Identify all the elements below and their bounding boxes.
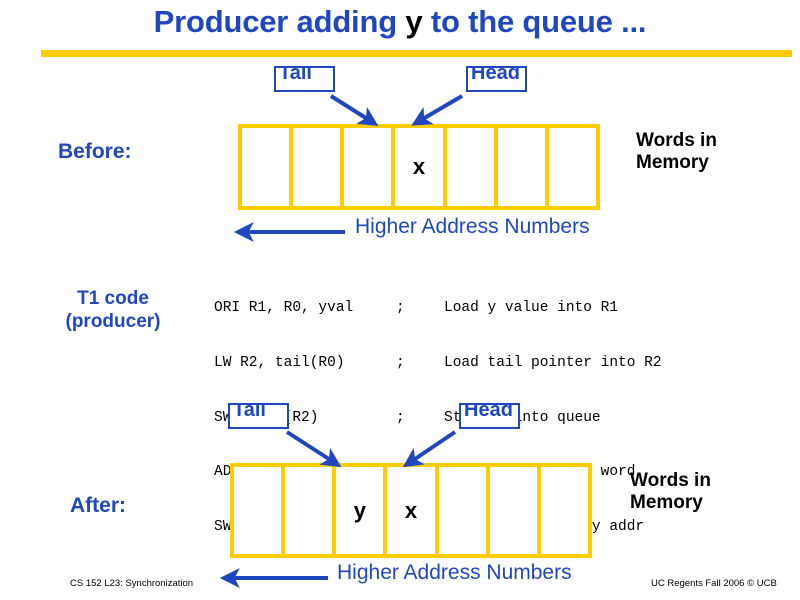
before-words-line1: Words in	[636, 130, 717, 151]
after-queue-cell	[285, 467, 337, 554]
footer-left-text: CS 152 L23: Synchronization	[70, 578, 194, 589]
after-queue-cell	[490, 467, 541, 554]
after-row-label: After:	[70, 494, 126, 517]
before-tail-pointer-label: Tail	[279, 66, 312, 84]
after-queue-cell: x	[387, 467, 439, 554]
before-queue-cell	[344, 128, 396, 206]
before-queue-cell	[447, 128, 498, 206]
before-tail-arrow	[329, 94, 379, 126]
before-head-arrow	[411, 94, 464, 126]
before-row-label: Before:	[58, 140, 132, 163]
code-row: LW R2, tail(R0) ; Load tail pointer into…	[214, 354, 662, 372]
after-tail-pointer-label: Tail	[233, 403, 266, 421]
code-separator: ;	[396, 409, 405, 426]
page-title-suffix: to the queue ...	[422, 4, 647, 39]
after-queue-cell	[541, 467, 588, 554]
code-separator: ;	[396, 355, 405, 372]
after-queue-cell	[439, 467, 490, 554]
code-side-label: T1 code(producer)	[48, 287, 178, 333]
footer-right-text: UC Regents Fall 2006 © UCB	[651, 578, 777, 589]
after-words-line2: Memory	[630, 492, 703, 513]
code-side-label-line2: (producer)	[65, 311, 161, 332]
before-queue: x	[238, 124, 600, 210]
before-queue-cell	[549, 128, 596, 206]
after-tail-pointer-box: Tail	[228, 403, 289, 429]
code-instruction: ORI R1, R0, yval	[214, 300, 354, 317]
before-words-line2: Memory	[636, 152, 709, 173]
before-tail-pointer-box: Tail	[274, 66, 335, 92]
code-separator: ;	[396, 300, 405, 317]
before-head-pointer-box: Head	[466, 66, 527, 92]
after-words-line1: Words in	[630, 470, 711, 491]
after-head-pointer-box: Head	[459, 403, 520, 429]
code-comment: Load tail pointer into R2	[444, 355, 662, 372]
code-row: ORI R1, R0, yval ; Load y value into R1	[214, 299, 662, 317]
after-queue: y x	[230, 463, 592, 558]
before-queue-cell: x	[395, 128, 447, 206]
after-higher-address-label: Higher Address Numbers	[337, 561, 572, 584]
page-title-prefix: Producer adding	[153, 4, 406, 39]
code-comment: Load y value into R1	[444, 300, 619, 317]
after-queue-cell	[234, 467, 286, 554]
before-head-pointer-label: Head	[471, 66, 520, 84]
before-queue-cell	[242, 128, 294, 206]
code-side-label-line1: T1 code	[77, 288, 149, 309]
title-divider-rule	[41, 50, 792, 57]
page-title: Producer adding y to the queue ...	[0, 4, 800, 40]
before-queue-cell	[293, 128, 345, 206]
before-higher-address-label: Higher Address Numbers	[355, 215, 590, 238]
code-instruction: LW R2, tail(R0)	[214, 355, 345, 372]
page-title-emphasis: y	[405, 4, 423, 39]
before-queue-cell	[498, 128, 549, 206]
after-head-pointer-label: Head	[464, 403, 513, 421]
after-queue-cell: y	[336, 467, 388, 554]
